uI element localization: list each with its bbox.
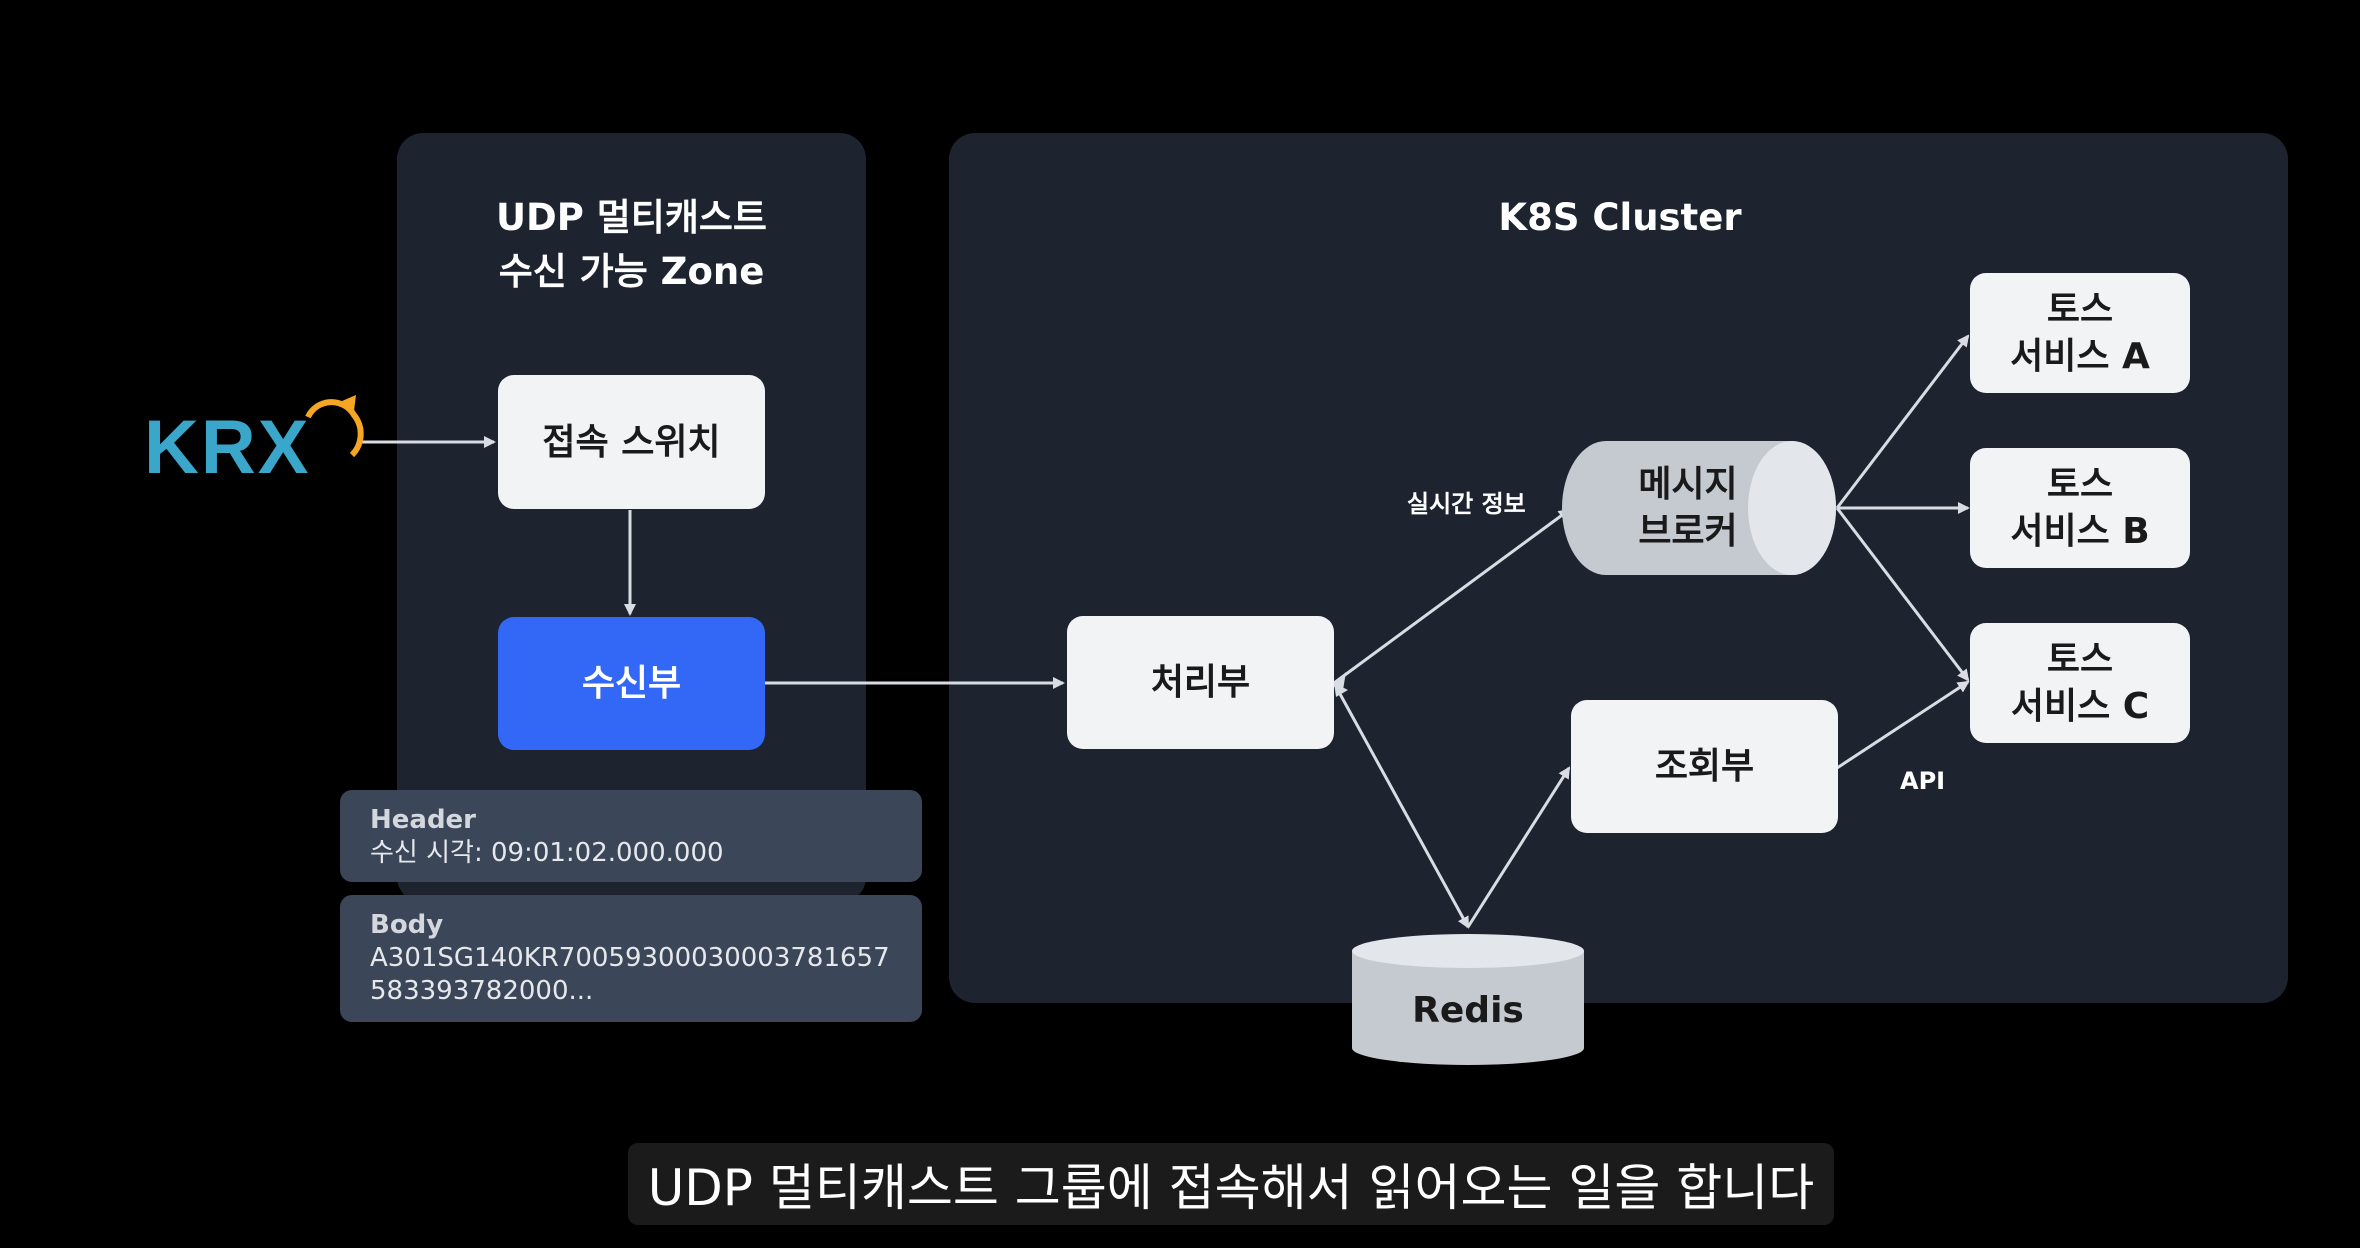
arrowhead-processor-left [1334, 672, 1346, 690]
udp-zone-title-line1: UDP 멀티캐스트 [496, 196, 767, 239]
krx-swoosh-icon [305, 399, 364, 458]
switch-label: 접속 스위치 [542, 421, 721, 463]
packet-header-card: Header 수신 시각: 09:01:02.000.000 [340, 790, 922, 882]
query-node: 조회부 [1571, 700, 1838, 833]
realtime-edge-label: 실시간 정보 [1407, 490, 1526, 518]
arrow-broker-to-service-c [1835, 507, 1970, 682]
service-a-node: 토스 서비스 A [1970, 273, 2190, 393]
broker-label-line2: 브로커 [1638, 511, 1738, 552]
message-broker-cylinder [1562, 441, 1836, 575]
service-a-line2: 서비스 A [2010, 336, 2150, 377]
arrow-broker-to-service-a [1835, 334, 1970, 509]
processor-node: 처리부 [1067, 616, 1334, 749]
api-edge-label: API [1900, 767, 1946, 795]
krx-swoosh-tip-icon [342, 395, 356, 411]
service-b-node: 토스 서비스 B [1970, 448, 2190, 568]
arrow-query-to-service-c [1836, 680, 1970, 770]
packet-body-line1: A301SG140KR7005930003000378165​7 [370, 943, 890, 973]
service-c-line2: 서비스 C [2010, 686, 2150, 727]
arrowhead-processor-down [1334, 683, 1348, 697]
broker-label-line1: 메시지 [1638, 464, 1738, 505]
service-a-line1: 토스 [2046, 289, 2114, 330]
subtitle-caption: UDP 멀티캐스트 그룹에 접속해서 읽어오는 일을 합니다 [628, 1143, 1834, 1225]
packet-body-card: Body A301SG140KR7005930003000378165​7 58… [340, 895, 922, 1022]
packet-body-line2: 583393782000... [370, 976, 594, 1006]
receiver-label: 수신부 [581, 663, 682, 704]
packet-header-label: Header [370, 805, 477, 835]
packet-header-value: 수신 시각: 09:01:02.000.000 [370, 838, 724, 868]
redis-label: Redis [1412, 990, 1524, 1031]
packet-body-label: Body [370, 910, 444, 940]
arrow-redis-to-query [1466, 766, 1571, 928]
arrow-processor-to-broker [1333, 508, 1571, 685]
service-c-node: 토스 서비스 C [1970, 623, 2190, 743]
krx-logo-text: KRX [144, 405, 310, 485]
k8s-cluster-title: K8S Cluster [1498, 196, 1742, 239]
receiver-node: 수신부 [498, 617, 765, 750]
krx-logo: KRX [144, 395, 364, 485]
redis-cylinder [1352, 934, 1584, 1065]
udp-zone-title: UDP 멀티캐스트 수신 가능 Zone [397, 191, 866, 299]
arrow-processor-to-redis [1332, 682, 1470, 929]
service-b-line2: 서비스 B [2010, 511, 2150, 552]
broker-label: 메시지 브로커 [1600, 461, 1776, 555]
switch-node: 접속 스위치 [498, 375, 765, 509]
service-c-line1: 토스 [2046, 639, 2114, 680]
service-b-line1: 토스 [2046, 464, 2114, 505]
query-label: 조회부 [1654, 746, 1755, 787]
processor-label: 처리부 [1150, 662, 1251, 703]
udp-zone-title-line2: 수신 가능 Zone [498, 250, 765, 293]
